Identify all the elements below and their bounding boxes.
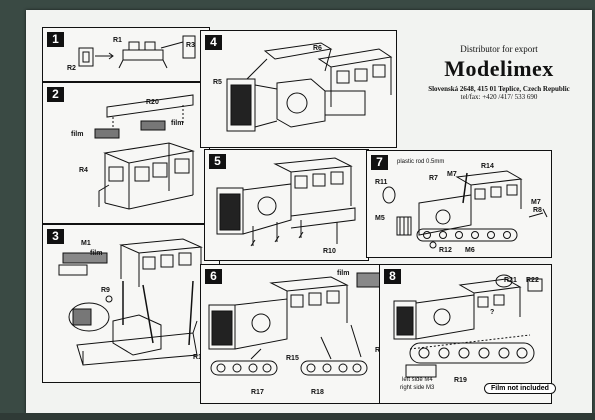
step-6-label: R15 (286, 355, 299, 362)
distributor-address: Slovenská 2648, 415 01 Teplice, Czech Re… (428, 85, 570, 93)
step-5-panel: 5 R10 (204, 149, 369, 261)
step-4-number: 4 (205, 35, 222, 50)
step-5-drawing (216, 157, 356, 247)
step-6-label: R18 (311, 389, 324, 396)
step-2-label: R4 (79, 167, 88, 174)
step-2-label: film (71, 131, 84, 138)
step-1-drawing (78, 35, 196, 69)
step-8-label: R22 (526, 277, 539, 284)
step-3-drawing (58, 238, 203, 366)
brand-logo: Modelimex (444, 56, 554, 81)
step-7-label: R12 (439, 247, 452, 254)
step-3-label: R13 (193, 354, 206, 361)
step-7-label: plastic rod 0.5mm (397, 159, 445, 165)
step-7-label: M5 (375, 215, 385, 222)
step-5-number: 5 (209, 154, 226, 169)
step-8-number: 8 (384, 269, 401, 284)
step-2-label: R20 (146, 99, 159, 106)
step-3-label: M1 (81, 240, 91, 247)
step-7-label: R7 (429, 175, 438, 182)
step-4-drawing (226, 42, 393, 132)
step-2-drawing (94, 94, 195, 210)
step-4-label: R5 (213, 79, 222, 86)
step-1-label: R1 (113, 37, 122, 44)
distributor-label: Distributor for export (460, 44, 538, 54)
step-6-number: 6 (205, 269, 222, 284)
step-7-label: R14 (481, 163, 494, 170)
step-8-panel: 8 R21 R22 ? left side M4 right side M3 (379, 264, 556, 404)
step-7-label: M6 (465, 247, 475, 254)
step-1-label: R2 (67, 65, 76, 72)
step-1-panel: 1 R1 R2 R3 (42, 27, 210, 82)
step-7-number: 7 (371, 155, 388, 170)
step-6-drawing (208, 272, 390, 376)
step-3-label: R9 (101, 287, 110, 294)
step-7-label: R8 (533, 207, 542, 214)
step-8-label: ? (490, 309, 495, 316)
step-6-panel: 6 film M2 R15 R16 R17 R18 (200, 264, 396, 404)
step-7-label: M7 (447, 171, 457, 178)
step-8-drawing (393, 274, 543, 378)
step-8-label: R21 (504, 277, 517, 284)
step-2-number: 2 (47, 87, 64, 102)
step-7-label: R11 (375, 179, 388, 186)
step-1-label: R3 (186, 42, 195, 49)
film-not-included-note: Film not included (484, 383, 556, 394)
step-4-label: R6 (313, 45, 322, 52)
step-3-number: 3 (47, 229, 64, 244)
distributor-telfax: tel/fax: +420 /417/ 533 690 (460, 93, 538, 101)
step-7-label: M7 (531, 199, 541, 206)
step-8-label: right side M3 (400, 385, 435, 391)
step-3-panel: 3 M1 film R9 R13 (42, 224, 220, 383)
step-7-panel: 7 plastic rod 0.5mm R14 R11 R7 M7 M (366, 150, 552, 258)
step-6-label: R17 (251, 389, 264, 396)
step-1-number: 1 (47, 32, 64, 47)
distributor-block: Distributor for export Modelimex Slovens… (424, 44, 574, 101)
step-4-panel: 4 R6 R5 (200, 30, 397, 148)
step-7-drawing (382, 170, 548, 249)
step-6-label: film (337, 270, 350, 277)
instruction-sheet: Distributor for export Modelimex Slovens… (26, 10, 592, 413)
step-2-label: film (171, 120, 184, 127)
step-3-label: film (90, 250, 103, 257)
step-8-label: left side M4 (402, 377, 433, 383)
table-surface (0, 413, 595, 420)
step-8-label: R19 (454, 377, 467, 384)
step-5-label: R10 (323, 248, 336, 255)
step-2-panel: 2 R20 film film R4 (42, 82, 210, 224)
